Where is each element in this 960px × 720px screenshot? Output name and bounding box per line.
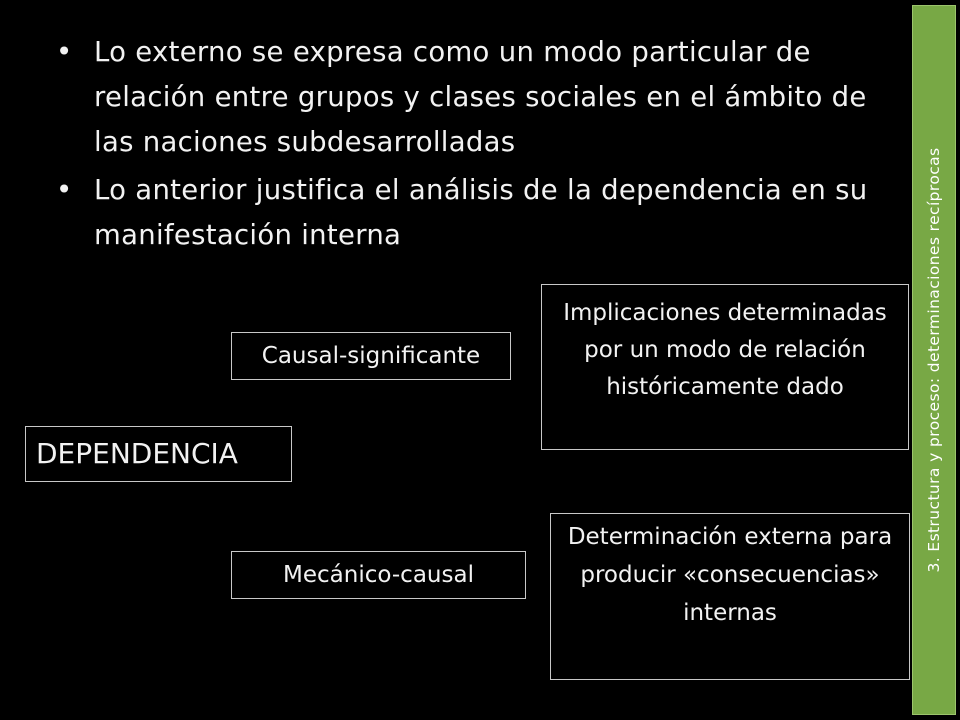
bullet-item: • Lo anterior justifica el análisis de l…	[54, 168, 884, 258]
causal-significante-box: Causal-significante	[231, 332, 511, 380]
dependencia-box: DEPENDENCIA	[25, 426, 292, 482]
bullet-item: • Lo externo se expresa como un modo par…	[54, 30, 884, 165]
bullet-text: Lo anterior justifica el análisis de la …	[94, 174, 868, 251]
implicaciones-box: Implicaciones determinadas por un modo d…	[541, 284, 909, 450]
section-sidebar: 3. Estructura y proceso: determinaciones…	[912, 5, 956, 715]
bullet-list: • Lo externo se expresa como un modo par…	[54, 30, 884, 261]
mecanico-causal-box: Mecánico-causal	[231, 551, 526, 599]
bullet-icon: •	[56, 36, 73, 68]
bullet-text: Lo externo se expresa como un modo parti…	[94, 36, 867, 158]
bullet-icon: •	[56, 174, 73, 206]
section-title: 3. Estructura y proceso: determinaciones…	[925, 147, 943, 573]
determinacion-box: Determinación externa para producir «con…	[550, 513, 910, 680]
